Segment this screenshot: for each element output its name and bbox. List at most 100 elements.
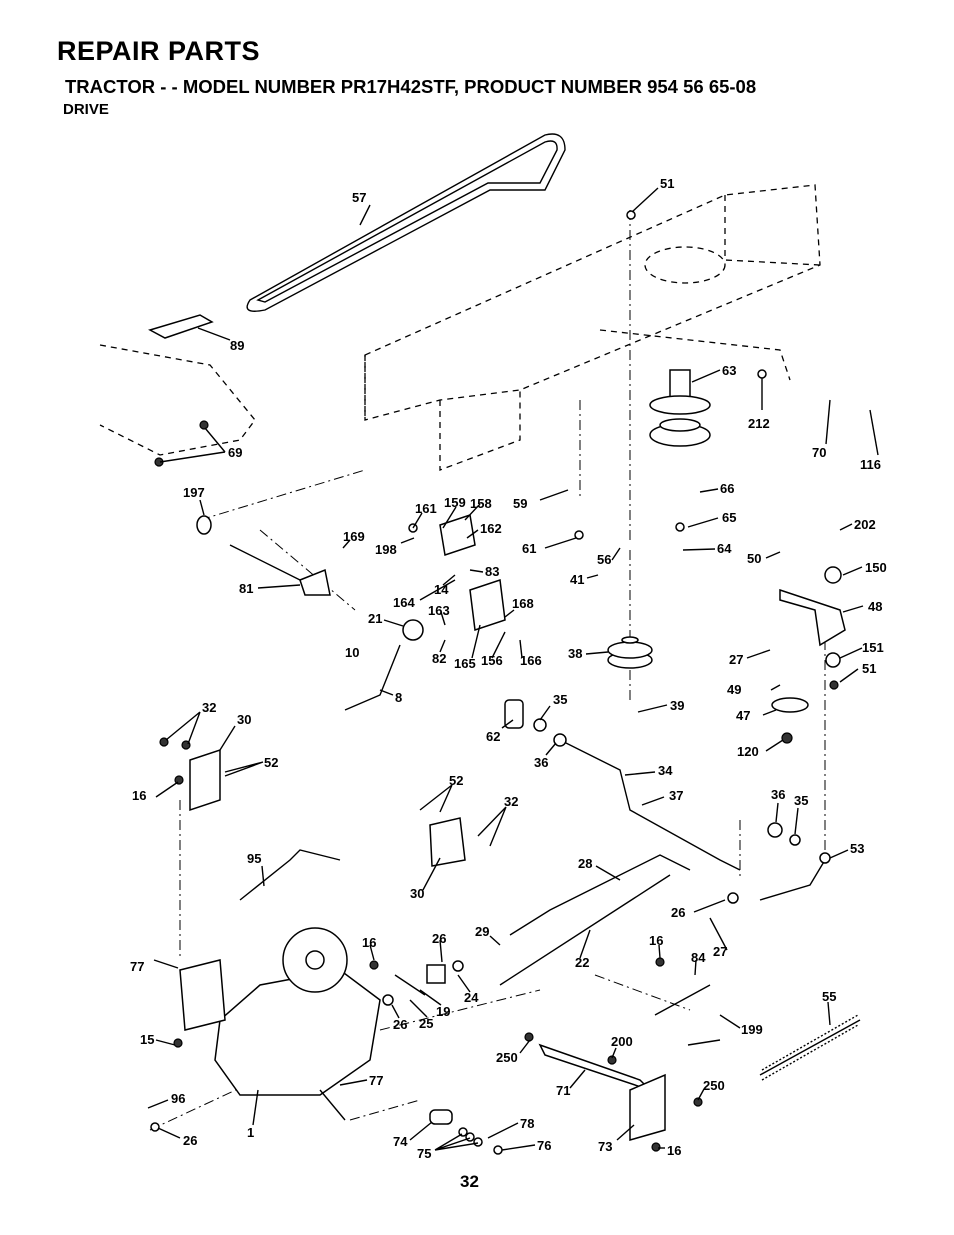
callout-62: 62 [486, 729, 500, 744]
callout-39: 39 [670, 698, 684, 713]
leader-lines [147, 187, 879, 1151]
callout-59: 59 [513, 496, 527, 511]
callout-49: 49 [727, 682, 741, 697]
callout-95: 95 [247, 851, 261, 866]
callout-83: 83 [485, 564, 499, 579]
tractor-frame [99, 184, 821, 471]
drive-belt [246, 133, 566, 312]
model-subtitle: TRACTOR - - MODEL NUMBER PR17H42STF, PRO… [65, 76, 757, 97]
callout-151: 151 [862, 640, 884, 655]
callout-36: 36 [534, 755, 548, 770]
callout-28: 28 [578, 856, 592, 871]
callout-164: 164 [393, 595, 415, 610]
callout-41: 41 [570, 572, 584, 587]
callout-75: 75 [417, 1146, 431, 1161]
callout-116: 116 [860, 457, 881, 472]
callout-10: 10 [345, 645, 359, 660]
callout-84: 84 [691, 950, 706, 965]
idler-arm-48 [779, 588, 846, 647]
callout-168: 168 [512, 596, 534, 611]
callout-199: 199 [741, 1022, 763, 1037]
callout-16-bottom: 16 [667, 1143, 681, 1158]
callout-35-right: 35 [794, 793, 808, 808]
callout-14: 14 [434, 582, 449, 597]
bracket-30-upper [189, 748, 221, 812]
callout-51: 51 [660, 176, 674, 191]
callout-198: 198 [375, 542, 397, 557]
callout-165: 165 [454, 656, 476, 671]
bracket-89 [148, 314, 214, 339]
callout-37: 37 [669, 788, 683, 803]
callout-22: 22 [575, 955, 589, 970]
callout-74: 74 [393, 1134, 408, 1149]
callout-48: 48 [868, 599, 882, 614]
callout-56: 56 [597, 552, 611, 567]
rods [229, 544, 826, 986]
callout-250: 250 [496, 1050, 518, 1065]
callout-30: 30 [237, 712, 251, 727]
callout-66: 66 [720, 481, 734, 496]
page-title: REPAIR PARTS [57, 36, 261, 66]
bracket-165 [469, 578, 506, 632]
callout-73: 73 [598, 1139, 612, 1154]
callout-38: 38 [568, 646, 582, 661]
callout-32-lower: 32 [504, 794, 518, 809]
callout-27: 27 [729, 652, 743, 667]
callout-61: 61 [522, 541, 536, 556]
callout-63: 63 [722, 363, 736, 378]
callout-21: 21 [368, 611, 382, 626]
callout-24: 24 [464, 990, 479, 1005]
callout-57: 57 [352, 190, 366, 205]
callout-78: 78 [520, 1116, 534, 1131]
callout-8: 8 [395, 690, 402, 705]
callout-200: 200 [611, 1034, 633, 1049]
idler-pulley-47 [771, 697, 809, 713]
callout-89: 89 [230, 338, 244, 353]
bracket-30-lower [429, 817, 466, 867]
callout-163: 163 [428, 603, 450, 618]
callout-69: 69 [228, 445, 242, 460]
callout-76: 76 [537, 1138, 551, 1153]
callout-169: 169 [343, 529, 365, 544]
callout-77-lower: 77 [369, 1073, 383, 1088]
callout-64: 64 [717, 541, 732, 556]
callout-70: 70 [812, 445, 826, 460]
callout-250-right: 250 [703, 1078, 725, 1093]
callout-25: 25 [419, 1016, 433, 1031]
section-label: DRIVE [63, 101, 109, 118]
callout-36-right: 36 [771, 787, 785, 802]
callout-53: 53 [850, 841, 864, 856]
callout-47: 47 [736, 708, 750, 723]
callout-50: 50 [747, 551, 761, 566]
bracket-158 [439, 514, 476, 556]
spring-55 [759, 1019, 861, 1076]
transaxle [179, 927, 381, 1121]
callout-150: 150 [865, 560, 887, 575]
callout-16-right: 16 [649, 933, 663, 948]
callout-159: 159 [444, 495, 466, 510]
callout-55: 55 [822, 989, 836, 1004]
pulley-38 [607, 636, 653, 669]
hardware [150, 210, 842, 1155]
callout-65: 65 [722, 510, 736, 525]
callout-71: 71 [556, 1083, 570, 1098]
callout-34: 34 [658, 763, 673, 778]
callout-197: 197 [183, 485, 205, 500]
callout-51-lower: 51 [862, 661, 876, 676]
callout-52-lower: 52 [449, 773, 463, 788]
callout-27-lower: 27 [713, 944, 727, 959]
callout-156: 156 [481, 653, 503, 668]
callout-26: 26 [671, 905, 685, 920]
bracket-73 [629, 1073, 666, 1141]
callout-52: 52 [264, 755, 278, 770]
callout-1: 1 [247, 1125, 254, 1140]
callout-15: 15 [140, 1032, 154, 1047]
callout-120: 120 [737, 744, 759, 759]
callout-166: 166 [520, 653, 542, 668]
callout-26-left: 26 [183, 1133, 197, 1148]
callout-162: 162 [480, 521, 502, 536]
callout-77: 77 [130, 959, 144, 974]
callout-158: 158 [470, 496, 492, 511]
callout-26-center: 26 [432, 931, 446, 946]
